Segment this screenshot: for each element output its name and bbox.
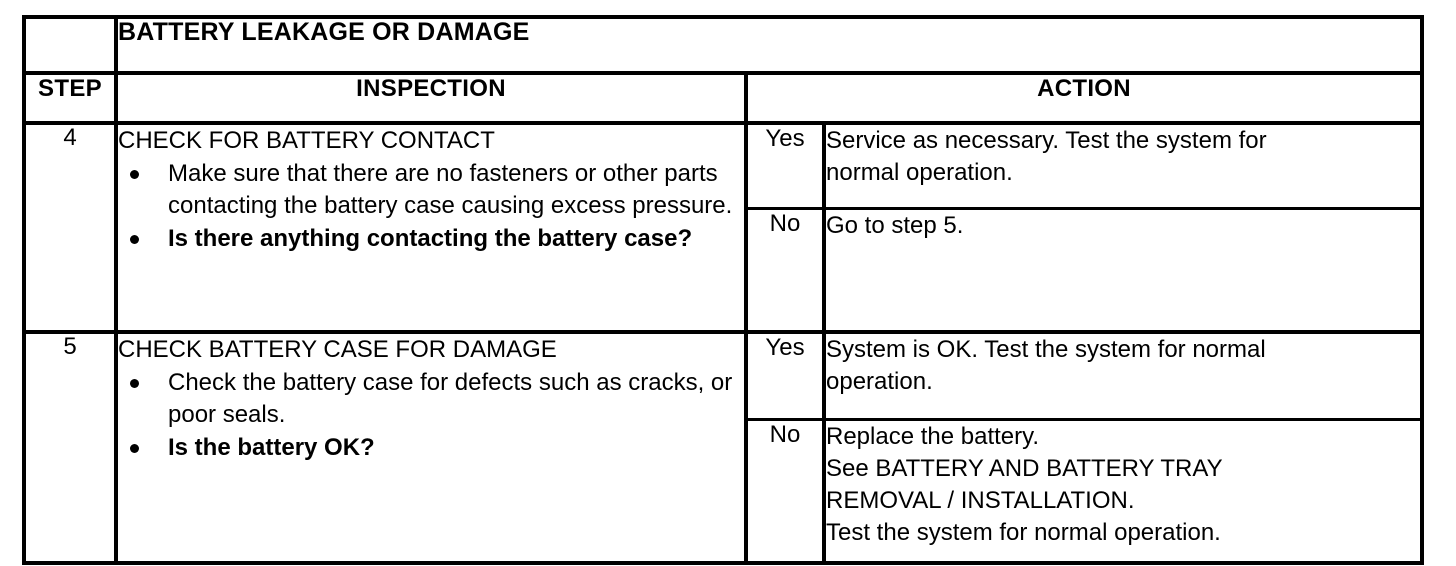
diagnostic-table-wrapper: BATTERY LEAKAGE OR DAMAGE STEP INSPECTIO… xyxy=(22,15,1424,565)
inspection-title: CHECK FOR BATTERY CONTACT xyxy=(118,127,495,154)
inspection-bullet-list: Make sure that there are no fasteners or… xyxy=(118,158,744,255)
inspection-cell-5: CHECK BATTERY CASE FOR DAMAGE Check the … xyxy=(116,332,748,565)
diagnostic-table: BATTERY LEAKAGE OR DAMAGE STEP INSPECTIO… xyxy=(22,15,1424,565)
column-header-inspection-label: INSPECTION xyxy=(356,75,506,102)
list-item: Check the battery case for defects such … xyxy=(118,367,744,431)
action-cell-no-4: Go to step 5. xyxy=(824,208,1424,334)
action-line: See BATTERY AND BATTERY TRAY xyxy=(826,455,1223,483)
answer-cell-no-4: No xyxy=(746,208,826,334)
list-item: Is there anything contacting the battery… xyxy=(118,223,744,255)
bullet-dot-icon xyxy=(130,170,139,180)
column-header-step-label: STEP xyxy=(38,75,102,102)
column-header-action-label: ACTION xyxy=(1037,75,1131,102)
bullet-dot-icon xyxy=(130,235,139,245)
action-line: operation. xyxy=(826,368,933,396)
table-row: No Replace the battery. See BATTERY AND … xyxy=(24,419,1424,565)
answer-label: No xyxy=(769,210,801,237)
answer-cell-no-5: No xyxy=(746,419,826,565)
list-item: Is the battery OK? xyxy=(118,432,744,464)
bullet-dot-icon xyxy=(130,379,139,389)
action-line: Replace the battery. xyxy=(826,423,1040,450)
action-cell-yes-5: System is OK. Test the system for normal… xyxy=(824,332,1424,421)
bullet-text: Is the battery OK? xyxy=(168,434,375,462)
bullet-text: Make sure that there are no fasteners or… xyxy=(168,160,733,220)
inspection-title: CHECK BATTERY CASE FOR DAMAGE xyxy=(118,336,557,363)
column-header-step: STEP xyxy=(22,73,118,125)
step-number-cell-4: 4 xyxy=(22,123,118,334)
action-line: System is OK. Test the system for normal xyxy=(826,336,1266,363)
table-row: 5 CHECK BATTERY CASE FOR DAMAGE Check th… xyxy=(22,332,1424,565)
answer-cell-yes-5: Yes xyxy=(746,332,826,421)
action-line: normal operation. xyxy=(826,159,1013,187)
step-number-cell-5: 5 xyxy=(22,332,118,565)
action-line: Test the system for normal operation. xyxy=(826,519,1221,547)
answer-label: No xyxy=(769,421,801,448)
bullet-dot-icon xyxy=(130,444,139,454)
table-row: 4 CHECK FOR BATTERY CONTACT Make sure th… xyxy=(22,123,1424,334)
column-header-inspection: INSPECTION xyxy=(116,73,748,125)
answer-cell-yes-4: Yes xyxy=(746,123,826,210)
page-title: BATTERY LEAKAGE OR DAMAGE xyxy=(118,18,530,46)
answer-label: Yes xyxy=(765,125,805,152)
bullet-text: Check the battery case for defects such … xyxy=(168,369,733,429)
action-line: REMOVAL / INSTALLATION. xyxy=(826,487,1135,515)
action-cell-yes-4: Service as necessary. Test the system fo… xyxy=(824,123,1424,210)
inspection-bullet-list: Check the battery case for defects such … xyxy=(118,367,744,464)
action-line: Go to step 5. xyxy=(826,212,964,239)
action-line: Service as necessary. Test the system fo… xyxy=(826,127,1267,154)
title-row: BATTERY LEAKAGE OR DAMAGE xyxy=(22,15,1424,75)
title-blank-cell xyxy=(22,15,118,75)
step-number: 5 xyxy=(63,333,77,360)
bullet-text: Is there anything contacting the battery… xyxy=(168,225,693,253)
table-row: No Go to step 5. xyxy=(24,208,1424,334)
inspection-cell-4: CHECK FOR BATTERY CONTACT Make sure that… xyxy=(116,123,748,334)
step-number: 4 xyxy=(63,124,77,151)
list-item: Make sure that there are no fasteners or… xyxy=(118,158,744,222)
column-header-action: ACTION xyxy=(746,73,1424,125)
action-cell-no-5: Replace the battery. See BATTERY AND BAT… xyxy=(824,419,1424,565)
table-title-cell: BATTERY LEAKAGE OR DAMAGE xyxy=(114,15,1424,75)
header-row: STEP INSPECTION ACTION xyxy=(22,73,1424,125)
answer-label: Yes xyxy=(765,334,805,361)
